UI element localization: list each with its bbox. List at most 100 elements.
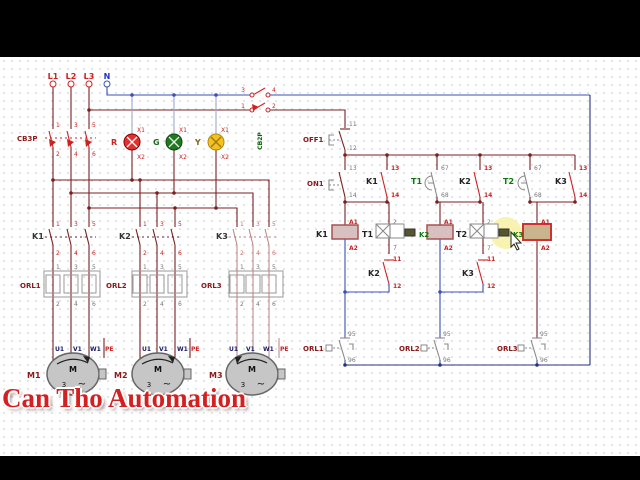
terminal-number: 4 xyxy=(74,151,78,158)
terminal-number: 95 xyxy=(540,331,548,338)
motor-tilde: ~ xyxy=(257,379,265,390)
label-timer-t1: T1 xyxy=(362,230,373,239)
terminal-l3[interactable] xyxy=(85,80,93,88)
label-t2-contact: T2 xyxy=(503,177,514,186)
orl2-hook xyxy=(444,343,449,350)
orl2-nc-contact[interactable] xyxy=(433,339,441,361)
terminal-number: 6 xyxy=(272,250,276,257)
k3-aux-contact[interactable] xyxy=(568,171,576,198)
terminal-number: 1 xyxy=(240,221,244,228)
wire xyxy=(345,284,390,293)
terminal-n[interactable] xyxy=(103,80,111,88)
coil-k2[interactable] xyxy=(426,224,454,240)
terminal-number: 4 xyxy=(256,250,260,257)
motor-terminal: V1 xyxy=(73,346,82,353)
terminal-number: A2 xyxy=(444,245,453,252)
junction-dot xyxy=(528,153,532,157)
coil-k3-selected[interactable] xyxy=(522,223,552,241)
coil-k1[interactable] xyxy=(331,224,359,240)
schematic-canvas[interactable] xyxy=(0,57,640,456)
terminal-number: 3 xyxy=(74,221,78,228)
motor-terminal: V1 xyxy=(159,346,168,353)
orl1-hook xyxy=(349,343,354,350)
k3-marker-swatch xyxy=(498,228,510,237)
terminal-number: 5 xyxy=(92,122,96,129)
terminal-number: 67 xyxy=(441,165,449,172)
label-k2-nc: K2 xyxy=(368,269,380,278)
label-lamp-r: R xyxy=(111,138,117,147)
label-m1: M1 xyxy=(27,371,41,380)
terminal-number: 2 xyxy=(240,301,244,308)
off1-actuator xyxy=(328,134,334,146)
letterbox-top xyxy=(0,0,640,57)
motor-terminal: V1 xyxy=(246,346,255,353)
orl1-nc-contact[interactable] xyxy=(338,339,346,361)
terminal-l1[interactable] xyxy=(49,80,57,88)
terminal-number: 5 xyxy=(92,221,96,228)
motor-m: M xyxy=(69,365,77,374)
on1-actuator xyxy=(328,179,334,191)
off1-blade[interactable] xyxy=(338,130,346,151)
terminal-number: 96 xyxy=(443,357,451,364)
motor-terminal: U1 xyxy=(229,346,238,353)
terminal-number: 2 xyxy=(56,301,60,308)
terminal-l2[interactable] xyxy=(67,80,75,88)
terminal-number: 13 xyxy=(349,165,357,172)
motor-3: 3 xyxy=(62,381,66,389)
wire xyxy=(440,284,484,293)
junction-dot xyxy=(172,191,176,195)
junction-dot xyxy=(535,363,539,367)
terminal-number: 11 xyxy=(487,256,495,263)
cb2p-contact xyxy=(265,107,271,113)
motor-m1-arrowhead xyxy=(83,356,90,363)
k1-aux-contact[interactable] xyxy=(380,171,388,198)
terminal-number: 1 xyxy=(240,264,244,271)
on1-blade[interactable] xyxy=(338,171,346,198)
orl3-nc-contact[interactable] xyxy=(530,339,538,361)
label-cb2p: CB2P xyxy=(257,132,264,150)
label-n: N xyxy=(104,72,111,81)
junction-dot xyxy=(138,178,142,182)
terminal-number: 6 xyxy=(92,301,96,308)
motor-terminal: PE xyxy=(280,346,289,353)
terminal-number: 3 xyxy=(256,264,260,271)
mouse-cursor[interactable] xyxy=(510,230,523,251)
k2-aux-contact[interactable] xyxy=(473,171,481,198)
k2-nc-contact[interactable] xyxy=(382,261,390,285)
terminal-number: 5 xyxy=(178,221,182,228)
k1-blade xyxy=(66,228,72,246)
label-orl2-ctl: ORL2 xyxy=(399,345,420,353)
junction-dot xyxy=(87,108,91,112)
label-orl3: ORL3 xyxy=(201,282,222,290)
terminal-number: 13 xyxy=(391,165,399,172)
orl1-pole xyxy=(45,274,61,294)
cb3p-arrow xyxy=(49,139,56,147)
label-l3: L3 xyxy=(84,72,95,81)
cb2p-blade xyxy=(252,87,266,96)
junction-dot xyxy=(478,200,482,204)
motor-terminal: W1 xyxy=(90,346,101,353)
terminal-number: 14 xyxy=(579,192,587,199)
terminal-number: 5 xyxy=(272,264,276,271)
terminal-number: 2 xyxy=(56,250,60,257)
terminal-number: 3 xyxy=(160,264,164,271)
orl1-box[interactable] xyxy=(43,270,101,298)
cb3p-arrow xyxy=(67,139,74,147)
control-feed xyxy=(268,109,346,128)
junction-dot xyxy=(51,178,55,182)
k3-nc-contact[interactable] xyxy=(476,261,484,285)
motor-m3-rotation-arrow xyxy=(236,358,268,365)
junction-dot xyxy=(438,363,442,367)
junction-dot xyxy=(173,206,177,210)
terminal-number: X1 xyxy=(137,127,145,134)
orl3-box[interactable] xyxy=(228,270,284,298)
junction-dot xyxy=(69,191,73,195)
orl2-box[interactable] xyxy=(131,270,188,298)
motor-m2-shaft xyxy=(183,368,192,380)
junction-dot xyxy=(438,290,442,294)
orl2-pole xyxy=(132,274,148,294)
motor-terminal: W1 xyxy=(177,346,188,353)
terminal-number: 96 xyxy=(348,357,356,364)
